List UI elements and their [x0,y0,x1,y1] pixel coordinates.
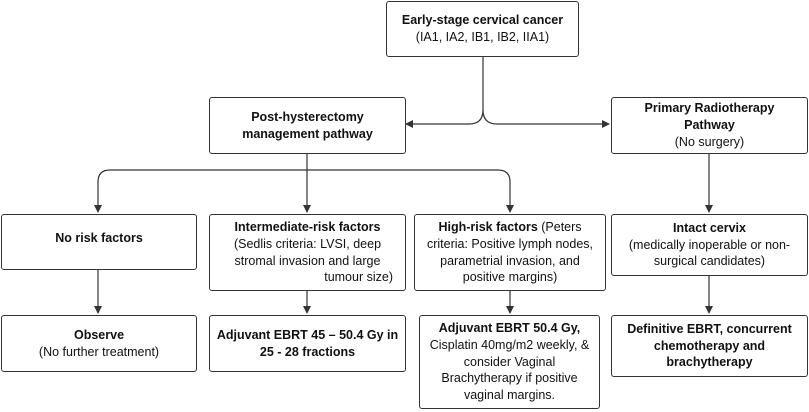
node-observe: Observe (No further treatment) [1,315,197,372]
node-line1: (medically inoperable or non- [628,237,791,252]
node-title-line: High-risk factors (Peters [438,219,581,236]
node-adjuvant-ebrt-high: Adjuvant EBRT 50.4 Gy, Cisplatin 40mg/m2… [419,315,600,409]
node-title-line2: management pathway [242,126,373,141]
node-line3: brachytherapy [666,355,753,370]
node-adjuvant-ebrt-intermediate: Adjuvant EBRT 45 – 50.4 Gy in 25 - 28 fr… [209,315,406,372]
node-no-risk-factors: No risk factors [1,214,197,270]
node-title: Primary Radiotherapy Pathway [644,101,775,133]
node-line2: stromal invasion and large [234,253,381,268]
node-line1: Adjuvant EBRT 45 – 50.4 Gy in [216,327,399,342]
node-title: Intermediate-risk factors [234,219,381,234]
node-title: High-risk factors [438,219,538,234]
node-title: Intact cervix [673,220,746,235]
node-definitive-ebrt: Definitive EBRT, concurrent chemotherapy… [611,315,808,377]
node-line2: chemotherapy and [653,338,766,353]
node-line3: Brachytherapy if positive [441,371,578,386]
connector-to-no-risk [94,169,307,213]
node-primary-radiotherapy: Primary Radiotherapy Pathway (No surgery… [611,97,808,154]
node-line2: consider Vaginal [463,354,556,369]
node-line1: Definitive EBRT, concurrent [627,321,792,336]
node-subtitle: (No surgery) [674,134,745,149]
node-intact-cervix: Intact cervix (medically inoperable or n… [611,214,808,276]
node-line1: Cisplatin 40mg/m2 weekly, & [429,337,590,352]
node-subtitle: (IA1, IA2, IB1, IB2, IIA1) [415,30,550,44]
node-line4: vaginal margins. [463,388,555,403]
node-title-suffix: (Peters [537,219,582,234]
node-early-stage-cervical-cancer: Early-stage cervical cancer (IA1, IA2, I… [386,1,579,57]
node-line3: tumour size) [324,270,393,285]
connector-root-to-post-hysterectomy [405,109,484,128]
node-line2: parametrial invasion, and [440,253,580,268]
node-high-risk: High-risk factors (Peters criteria: Posi… [414,214,606,291]
node-line2: 25 - 28 fractions [259,344,356,359]
connector-root-to-primary-rt [482,109,610,128]
node-title: No risk factors [55,231,143,245]
node-line3: positive margins) [462,270,558,285]
node-line1: criteria: Positive lymph nodes, [426,236,594,251]
node-line2: surgical candidates) [653,254,766,269]
node-intermediate-risk: Intermediate-risk factors (Sedlis criter… [209,214,406,291]
node-title-line1: Post-hysterectomy [251,109,364,124]
node-post-hysterectomy: Post-hysterectomy management pathway [209,97,406,154]
node-line1: (Sedlis criteria: LVSI, deep [233,236,382,251]
node-title: Early-stage cervical cancer [401,13,564,28]
connector-to-high-risk [307,169,514,213]
node-subtitle: (No further treatment) [38,344,160,359]
node-title: Adjuvant EBRT 50.4 Gy, [438,320,581,335]
node-title: Observe [73,327,125,342]
